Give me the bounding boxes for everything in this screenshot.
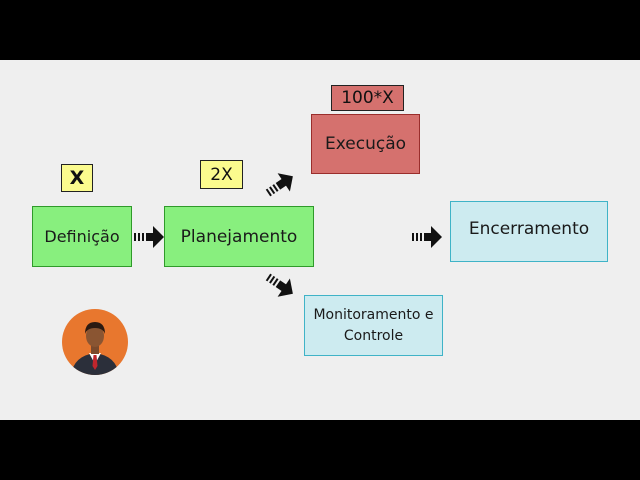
businessman-icon <box>62 309 128 375</box>
arrow-icon <box>261 167 300 203</box>
monitoramento-label: Monitoramento e Controle <box>313 307 434 344</box>
execucao-box: Execução <box>311 114 420 174</box>
arrow-icon <box>412 226 442 248</box>
planejamento-box: Planejamento <box>164 206 314 267</box>
definicao-label: Definição <box>44 227 120 246</box>
diagram-canvas: X 2X 100*X Definição Planejamento Execuç… <box>0 60 640 420</box>
planejamento-cost-tag: 2X <box>200 160 243 189</box>
encerramento-box: Encerramento <box>450 201 608 262</box>
definicao-cost-tag: X <box>61 164 93 192</box>
definicao-box: Definição <box>32 206 132 267</box>
encerramento-label: Encerramento <box>468 218 590 239</box>
planejamento-label: Planejamento <box>180 226 298 247</box>
arrow-icon <box>261 267 300 303</box>
execucao-cost-tag: 100*X <box>331 85 404 111</box>
arrow-icon <box>134 226 164 248</box>
monitoramento-box: Monitoramento e Controle <box>304 295 443 356</box>
execucao-label: Execução <box>324 134 407 154</box>
